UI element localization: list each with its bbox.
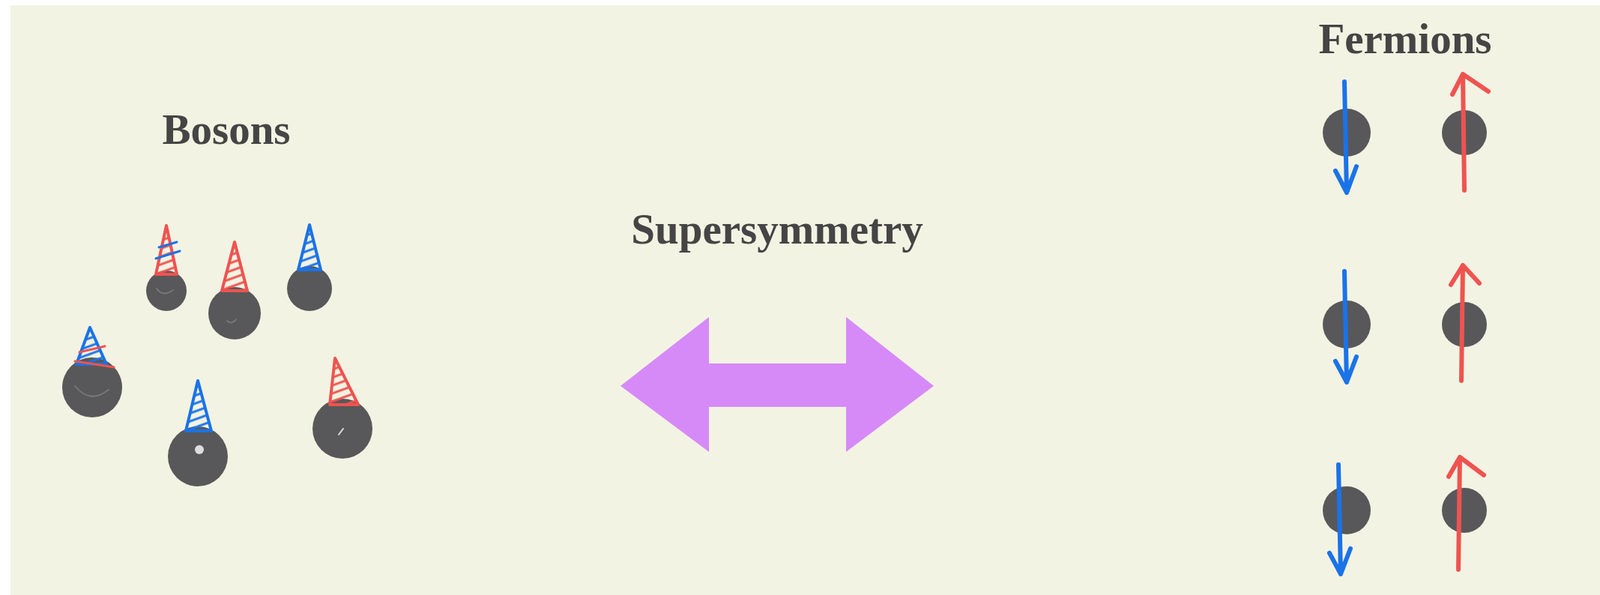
symmetry-label: Supersymmetry	[631, 206, 923, 254]
group-label: Fermions	[1318, 15, 1492, 63]
group-label: Bosons	[161, 106, 291, 154]
background-panel	[10, 5, 1600, 595]
fermion-particles	[1322, 74, 1489, 575]
boson-particles	[62, 224, 373, 487]
double-arrow	[620, 317, 934, 452]
